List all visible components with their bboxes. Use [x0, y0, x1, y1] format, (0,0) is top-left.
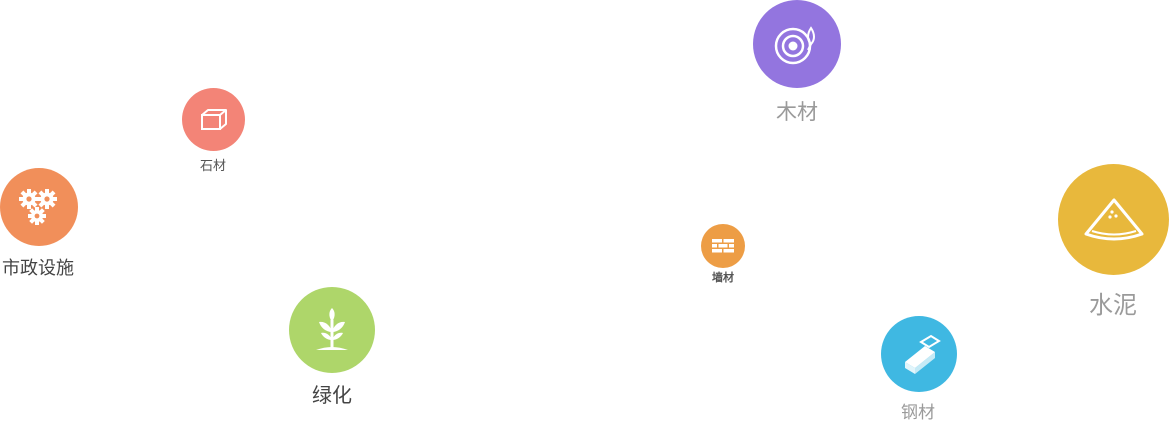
category-wood-circle[interactable]	[753, 0, 841, 88]
category-steel-label: 钢材	[901, 403, 935, 423]
category-greening-circle[interactable]	[289, 287, 375, 373]
gears-icon	[19, 189, 57, 225]
category-stone-circle[interactable]	[182, 88, 245, 151]
category-cement-circle[interactable]	[1058, 164, 1169, 275]
bricks-icon	[712, 239, 734, 253]
stone-block-icon	[200, 108, 227, 130]
category-wall-label: 墙材	[712, 271, 734, 284]
category-greening-label: 绿化	[312, 383, 352, 407]
wood-ring-icon	[774, 26, 815, 65]
plant-icon	[316, 308, 348, 350]
cement-pile-icon	[1084, 198, 1143, 240]
category-steel-circle[interactable]	[881, 316, 957, 392]
steel-beam-icon	[902, 334, 941, 374]
category-municipal-label: 市政设施	[2, 258, 74, 279]
category-municipal-circle[interactable]	[0, 168, 78, 246]
category-wall-circle[interactable]	[701, 224, 745, 268]
category-stone-label: 石材	[199, 159, 227, 174]
category-wood-label: 木材	[776, 100, 818, 124]
category-cement-label: 水泥	[1089, 291, 1137, 319]
